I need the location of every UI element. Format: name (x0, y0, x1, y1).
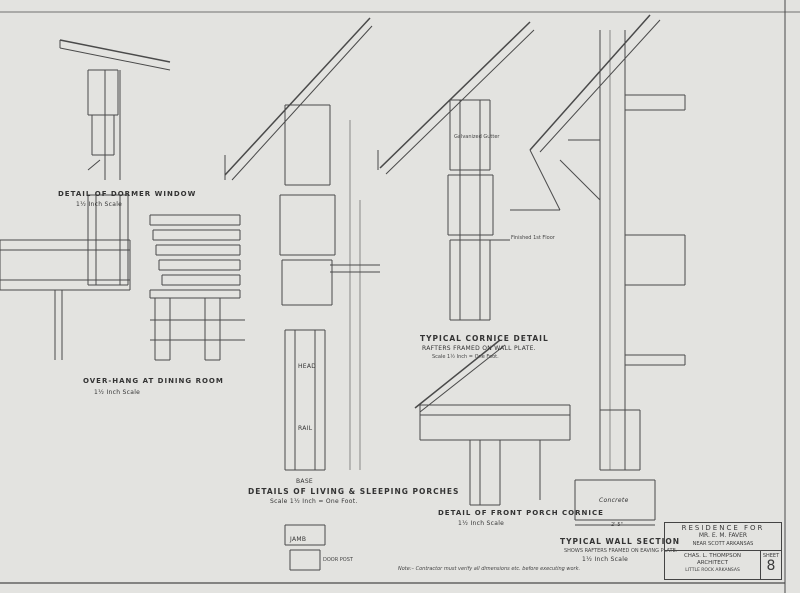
porch-cornice-title: DETAIL OF FRONT PORCH CORNICE (438, 509, 604, 517)
wall-section-title: TYPICAL WALL SECTION (560, 537, 681, 546)
drawing-line (59, 39, 171, 63)
wall-section-scale: 1½ Inch Scale (582, 556, 629, 563)
architect-role: ARCHITECT (697, 560, 728, 566)
title-owner: MR. E. M. FAVER (698, 532, 748, 539)
callout-rail: RAIL (298, 425, 313, 432)
porch-cornice-scale: 1½ Inch Scale (458, 520, 505, 527)
title-residence: RESIDENCE FOR (681, 524, 765, 532)
overhang-title: OVER-HANG AT DINING ROOM (83, 377, 224, 385)
overhang-scale: 1½ Inch Scale (94, 389, 141, 396)
wall-section-subtitle: SHOWS RAFTERS FRAMED ON EAVING PLATE. (564, 548, 678, 554)
drawing-line (379, 21, 531, 169)
drawing-line (231, 25, 373, 181)
cornice-subtitle: RAFTERS FRAMED ON WALL PLATE. (422, 345, 536, 352)
drawing-line (419, 344, 506, 413)
cornice-scale: Scale 1½ Inch = One Foot. (432, 354, 499, 360)
title-block: RESIDENCE FOR MR. E. M. FAVER NEAR SCOTT… (664, 522, 782, 580)
callout-head: HEAD (298, 363, 317, 370)
callout-gutter: Galvanized Gutter (454, 134, 500, 140)
architect-name: CHAS. L. THOMPSON (683, 553, 742, 559)
title-location: NEAR SCOTT ARKANSAS (692, 541, 754, 547)
drawing-line (59, 47, 171, 71)
porches-title: DETAILS OF LIVING & SLEEPING PORCHES (248, 487, 460, 496)
cornice-title: TYPICAL CORNICE DETAIL (420, 334, 549, 343)
drawing-line (559, 159, 601, 201)
drawing-line (224, 17, 371, 176)
sheet-label: SHEET (762, 553, 780, 559)
dormer-detail-scale: 1½ Inch Scale (76, 201, 123, 208)
callout-door-post: DOOR POST (323, 557, 353, 563)
callout-concrete: Concrete (599, 497, 629, 504)
dimension-2-5: 2'-5" (611, 522, 623, 528)
callout-base: BASE (296, 478, 314, 485)
callout-finished-floor: Finished 1st Floor (511, 235, 555, 241)
drawing-line (414, 339, 501, 409)
drawing-line (529, 14, 651, 151)
drawing-line (529, 149, 561, 211)
sheet-number: 8 (766, 558, 776, 574)
contractor-note: Note:– Contractor must verify all dimens… (398, 566, 581, 572)
drawing-line (87, 159, 101, 171)
callout-jamb: JAMB (290, 536, 307, 543)
dormer-detail-title: DETAIL OF DORMER WINDOW (58, 190, 197, 198)
architect-city: LITTLE ROCK ARKANSAS (685, 568, 740, 573)
porches-scale: Scale 1½ Inch = One Foot. (270, 498, 358, 505)
